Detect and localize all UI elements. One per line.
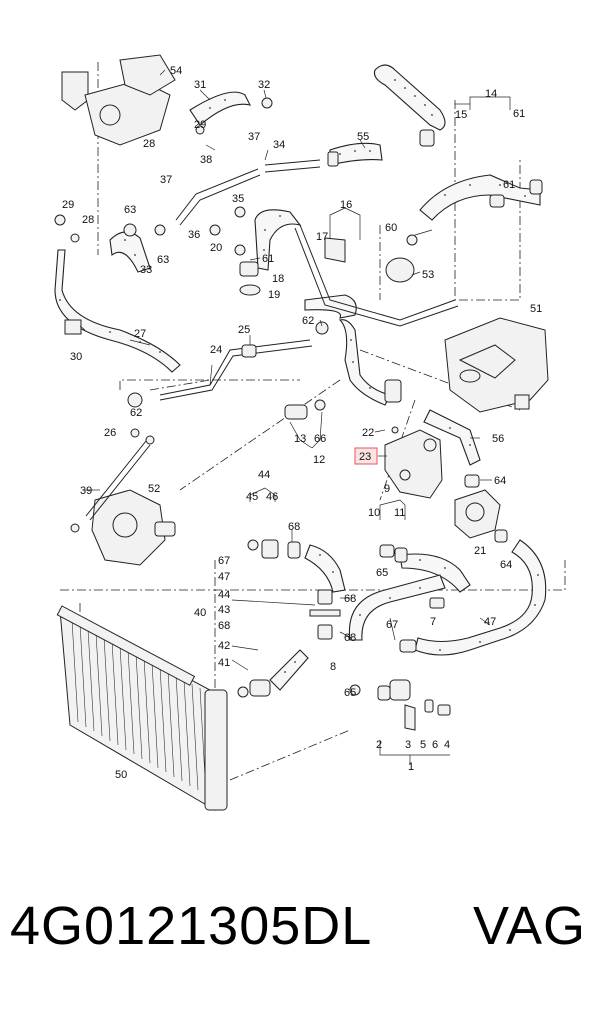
callout-9: 9 bbox=[384, 483, 390, 495]
coolant-system-exploded-diagram: 54 31 32 14 15 61 29 55 37 28 34 38 37 6… bbox=[54, 54, 566, 811]
callout-45: 45 bbox=[246, 491, 258, 503]
callout-54: 54 bbox=[170, 65, 182, 77]
callout-31: 31 bbox=[194, 79, 206, 91]
coolant-pipes bbox=[85, 159, 459, 521]
thermostat-housing bbox=[91, 489, 176, 566]
callout-26: 26 bbox=[104, 427, 116, 439]
callout-44b: 44 bbox=[218, 589, 230, 601]
turbocharger bbox=[61, 54, 176, 146]
callout-61a: 61 bbox=[513, 108, 525, 120]
callout-2: 2 bbox=[376, 739, 382, 751]
callout-56: 56 bbox=[492, 433, 504, 445]
callout-32: 32 bbox=[258, 79, 270, 91]
callout-46: 46 bbox=[266, 491, 278, 503]
callout-13: 13 bbox=[294, 433, 306, 445]
callout-30: 30 bbox=[70, 351, 82, 363]
callout-40: 40 bbox=[194, 607, 206, 619]
callout-51: 51 bbox=[530, 303, 542, 315]
callout-1: 1 bbox=[408, 761, 414, 773]
callout-67b: 67 bbox=[386, 619, 398, 631]
callout-63b: 63 bbox=[157, 254, 169, 266]
assembly-dash-lines bbox=[60, 62, 566, 781]
callout-52: 52 bbox=[148, 483, 160, 495]
callout-11: 11 bbox=[394, 507, 405, 519]
callout-43: 43 bbox=[218, 604, 230, 616]
callout-4: 4 bbox=[444, 739, 450, 751]
callout-65b: 65 bbox=[344, 687, 356, 699]
flange-bracket bbox=[384, 429, 443, 499]
callout-23: 23 bbox=[359, 451, 371, 463]
callout-29a: 29 bbox=[194, 119, 206, 131]
callout-7: 7 bbox=[430, 616, 436, 628]
callout-21: 21 bbox=[474, 545, 486, 557]
brand-name: VAG bbox=[472, 896, 586, 956]
callout-62b: 62 bbox=[130, 407, 142, 419]
callout-27: 27 bbox=[134, 328, 146, 340]
callout-10: 10 bbox=[368, 507, 380, 519]
callout-62a: 62 bbox=[302, 315, 314, 327]
callout-66: 66 bbox=[314, 433, 326, 445]
callout-39: 39 bbox=[80, 485, 92, 497]
callout-47b: 47 bbox=[484, 616, 496, 628]
callout-47a: 47 bbox=[218, 571, 230, 583]
callout-17: 17 bbox=[316, 231, 328, 243]
callout-68b: 68 bbox=[344, 593, 356, 605]
callout-8: 8 bbox=[330, 661, 336, 673]
callout-68c: 68 bbox=[218, 620, 230, 632]
callout-65a: 65 bbox=[376, 567, 388, 579]
callout-24: 24 bbox=[210, 344, 222, 356]
callout-64a: 64 bbox=[494, 475, 506, 487]
part-number: 4G0121305DL bbox=[10, 896, 373, 956]
hose-texture bbox=[59, 79, 539, 673]
callout-28a: 28 bbox=[143, 138, 155, 150]
callout-33: 33 bbox=[140, 264, 152, 276]
callout-18: 18 bbox=[272, 273, 284, 285]
callout-60: 60 bbox=[385, 222, 397, 234]
callout-35: 35 bbox=[232, 193, 244, 205]
callout-22: 22 bbox=[362, 427, 374, 439]
callout-63a: 63 bbox=[124, 204, 136, 216]
callout-16: 16 bbox=[340, 199, 352, 211]
callout-20: 20 bbox=[210, 242, 222, 254]
callout-28b: 28 bbox=[82, 214, 94, 226]
callout-53: 53 bbox=[422, 269, 434, 281]
callout-44a: 44 bbox=[258, 469, 270, 481]
callout-29b: 29 bbox=[62, 199, 74, 211]
small-parts bbox=[54, 97, 543, 731]
callout-6: 6 bbox=[432, 739, 438, 751]
radiator bbox=[56, 605, 228, 811]
leader-lines bbox=[79, 69, 511, 765]
callout-50: 50 bbox=[115, 769, 127, 781]
callout-37a: 37 bbox=[248, 131, 260, 143]
callout-12: 12 bbox=[313, 454, 325, 466]
callout-68a: 68 bbox=[288, 521, 300, 533]
callout-37b: 37 bbox=[160, 174, 172, 186]
callout-15: 15 bbox=[455, 109, 467, 121]
caption-bar: 4G0121305DL VAG bbox=[0, 895, 600, 985]
callout-25: 25 bbox=[238, 324, 250, 336]
callout-68d: 68 bbox=[344, 632, 356, 644]
callout-61b: 61 bbox=[503, 179, 515, 191]
callout-5: 5 bbox=[420, 739, 426, 751]
expansion-tank bbox=[444, 317, 549, 413]
callout-3: 3 bbox=[405, 739, 411, 751]
callout-34: 34 bbox=[273, 139, 285, 151]
callout-42: 42 bbox=[218, 640, 230, 652]
callout-labels: 54 31 32 14 15 61 29 55 37 28 34 38 37 6… bbox=[62, 65, 542, 781]
callout-41: 41 bbox=[218, 657, 230, 669]
callout-55: 55 bbox=[357, 131, 369, 143]
callout-14: 14 bbox=[485, 88, 497, 100]
callout-38: 38 bbox=[200, 154, 212, 166]
callout-67a: 67 bbox=[218, 555, 230, 567]
callout-19: 19 bbox=[268, 289, 280, 301]
coolant-pump bbox=[454, 489, 501, 539]
callout-61c: 61 bbox=[262, 253, 274, 265]
callout-36: 36 bbox=[188, 229, 200, 241]
highlight-box bbox=[354, 447, 378, 465]
callout-64b: 64 bbox=[500, 559, 512, 571]
